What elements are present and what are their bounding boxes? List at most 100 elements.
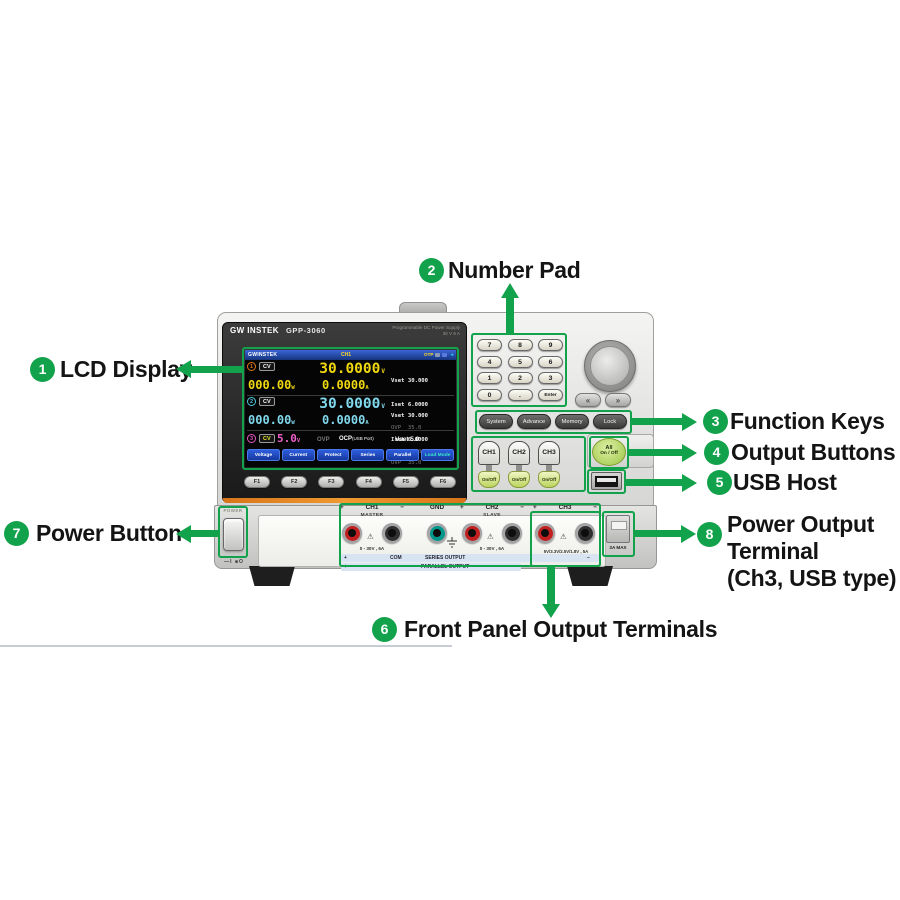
numpad-key-enter: Enter (538, 388, 563, 401)
carry-handle (399, 302, 447, 315)
numpad-key-9: 9 (538, 339, 563, 351)
callout-1-arrow-shaft (191, 366, 242, 373)
function-keys-highlight-box (475, 410, 632, 434)
ch2-badge: 2 (247, 397, 256, 406)
callout-2-label: Number Pad (448, 257, 581, 283)
ch1-role-label: MASTER (360, 513, 384, 518)
ch1-voltage-reading: 30.0000V (319, 361, 385, 377)
numpad-highlight-box (471, 333, 567, 407)
lcd-divider-1 (247, 394, 454, 396)
power-label: POWER (223, 508, 243, 513)
callout-8-badge: 8 (697, 522, 722, 547)
ch1-stem (486, 465, 492, 472)
callout-2-arrowhead (501, 283, 519, 298)
ch2-role-label: SLAVE (483, 513, 501, 518)
power-button-highlight-box (218, 506, 248, 558)
key-lock: Lock (593, 414, 627, 429)
callout-7-label: Power Button (36, 520, 182, 546)
callout-5-badge: 5 (707, 470, 732, 495)
bottom-divider-line (0, 645, 452, 647)
lcd-status-brand: GWINSTEK (248, 352, 278, 358)
key-memory: Memory (555, 414, 589, 429)
ch3-badge: 3 (247, 434, 256, 443)
ch3-onoff-button: On/Off (538, 471, 560, 488)
ch3-output-button: CH3 (538, 441, 560, 465)
ch3-usb-output-port (606, 515, 630, 543)
callout-6-label: Front Panel Output Terminals (404, 616, 718, 642)
number-pad: 7 8 9 4 5 6 1 2 3 0 . Enter (477, 339, 563, 401)
callout-5-label: USB Host (733, 469, 837, 495)
lcd-ch2-block: 2 CV 30.0000V Vset 30.000 Iset 6.0000 OV… (245, 396, 456, 466)
gnd-terminal-header: GND (429, 504, 445, 511)
numpad-key-0: 0 (477, 388, 502, 401)
parallel-output-row: + − PARALLEL OUTPUT (341, 563, 521, 571)
ch3-mode: CV (259, 434, 275, 443)
ch1-rating: 0 - 30V , 6A (359, 546, 385, 551)
output-buttons-highlight-box (471, 436, 586, 492)
numpad-key-3: 3 (538, 372, 563, 384)
ch1-power-current: 000.00W 0.0000A (248, 378, 369, 392)
ch2-power-current: 000.00W 0.0000A (248, 413, 369, 427)
callout-3-arrowhead (682, 413, 697, 431)
ch3-voltage-reading: 5.0V (277, 432, 301, 445)
callout-5-arrowhead (682, 474, 697, 492)
callout-6-badge: 6 (372, 617, 397, 642)
lcd-ch3-block: 3 CV 5.0V OVP OCP(USB Port) Vset 5.0 (245, 431, 456, 447)
usb-host-tongue (597, 478, 616, 482)
ch1-terminal-header: +CH1− (340, 504, 404, 511)
power-symbols: —I ■O (224, 559, 244, 565)
numpad-key-dot: . (507, 388, 533, 401)
ch3-ovp: OVP (317, 437, 330, 443)
usb-host-highlight-box (587, 469, 626, 494)
key-f5: F5 (392, 476, 419, 488)
ch3-terminals-highlight-box (530, 511, 601, 567)
brand-text: GW INSTEK (230, 326, 279, 335)
ch1-minus-jack (382, 523, 402, 543)
callout-1-badge: 1 (30, 357, 55, 382)
device-subtitle: Programmable DC Power Supply 30 V 6 A (392, 325, 460, 336)
status-icon-2 (442, 352, 448, 357)
ch2-rating: 0 - 30V , 6A (479, 546, 505, 551)
callout-4-badge: 4 (704, 440, 729, 465)
device-foot-left (249, 566, 295, 586)
callout-4-arrow-shaft (628, 449, 682, 456)
series-output-row: + COM SERIES OUTPUT − (341, 554, 599, 562)
ch1-warning-icon: ⚠ (367, 532, 374, 541)
ch1-plus-jack (342, 523, 362, 543)
function-key-row: System Advance Memory Lock (479, 414, 629, 429)
softkey-voltage: Voltage (247, 449, 280, 461)
callout-4-label: Output Buttons (731, 439, 896, 465)
ch3-rating: 5V/3.3V/2.5V/1.8V , 5A (543, 549, 589, 554)
lcd-softkey-row: Voltage Current Protect Series Parallel … (247, 449, 454, 462)
ch2-stem (516, 465, 522, 472)
callout-3-arrow-shaft (632, 418, 682, 425)
ch1-onoff-button: On/Off (478, 471, 500, 488)
ch1-badge: 1 (247, 362, 256, 371)
key-f3: F3 (318, 476, 345, 488)
ch2-plus-jack (462, 523, 482, 543)
numpad-key-6: 6 (538, 355, 563, 368)
key-system: System (479, 414, 513, 429)
ch3-warning-icon: ⚠ (560, 532, 567, 541)
all-onoff-button: All On / Off (592, 438, 626, 466)
usb-max-rating: 3A MAX (609, 545, 627, 550)
back-arrow-icon: ◄ (449, 352, 454, 357)
gnd-jack (427, 523, 447, 543)
callout-1-label: LCD Display (60, 356, 193, 382)
numpad-key-5: 5 (507, 355, 533, 368)
ch2-minus-jack (502, 523, 522, 543)
lcd-status-channel: CH1 (341, 352, 352, 358)
callout-3-badge: 3 (703, 409, 728, 434)
callout-8-arrowhead (681, 525, 696, 543)
key-advance: Advance (517, 414, 551, 429)
lcd-status-icons: OTP ◄ (424, 352, 454, 357)
callout-2-badge: 2 (419, 258, 444, 283)
numpad-key-1: 1 (477, 372, 502, 384)
callout-4-arrowhead (682, 444, 697, 462)
numpad-key-4: 4 (477, 355, 502, 368)
ch2-voltage-reading: 30.0000V (319, 396, 385, 412)
ch2-output-button: CH2 (508, 441, 530, 465)
ch3-minus-jack (575, 523, 595, 543)
ch2-mode: CV (259, 397, 275, 406)
